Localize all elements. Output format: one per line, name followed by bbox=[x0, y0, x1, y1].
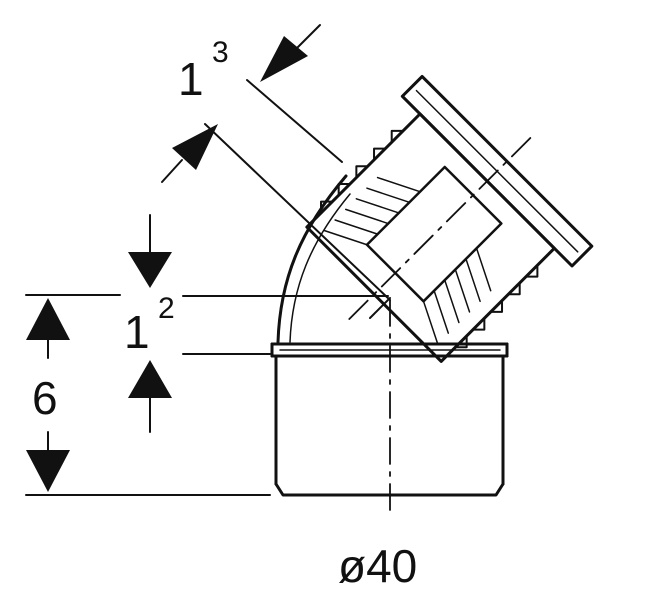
angled-fitting bbox=[305, 74, 594, 363]
elbow-outer-curve bbox=[276, 174, 348, 344]
thread-ridges-top bbox=[320, 129, 405, 214]
label-diameter: ø40 bbox=[338, 540, 417, 592]
arrow-middle-down-icon bbox=[128, 252, 172, 288]
dimension-top bbox=[161, 24, 391, 301]
label-dim-mid-base: 1 bbox=[124, 306, 150, 358]
fitting-centerline bbox=[348, 134, 535, 320]
label-dim-mid-sup: 2 bbox=[158, 292, 175, 325]
extension-line-top-b bbox=[204, 123, 391, 301]
arrow-top-a-icon bbox=[260, 36, 308, 82]
elbow-inner-curve bbox=[289, 193, 351, 343]
label-dim-top-sup: 3 bbox=[212, 36, 229, 69]
arrow-top-b-icon bbox=[172, 124, 218, 170]
arrow-height-up-icon bbox=[26, 298, 70, 340]
dimension-height bbox=[25, 294, 271, 496]
label-dim-top-base: 1 bbox=[178, 53, 204, 105]
extension-line-top-a bbox=[246, 79, 343, 163]
thread-ridges-bottom bbox=[454, 264, 539, 349]
dimension-middle bbox=[128, 214, 391, 433]
arrow-height-down-icon bbox=[26, 450, 70, 492]
label-dim-height: 6 bbox=[32, 372, 58, 424]
arrow-middle-up-icon bbox=[128, 360, 172, 398]
inner-threads bbox=[323, 176, 492, 345]
